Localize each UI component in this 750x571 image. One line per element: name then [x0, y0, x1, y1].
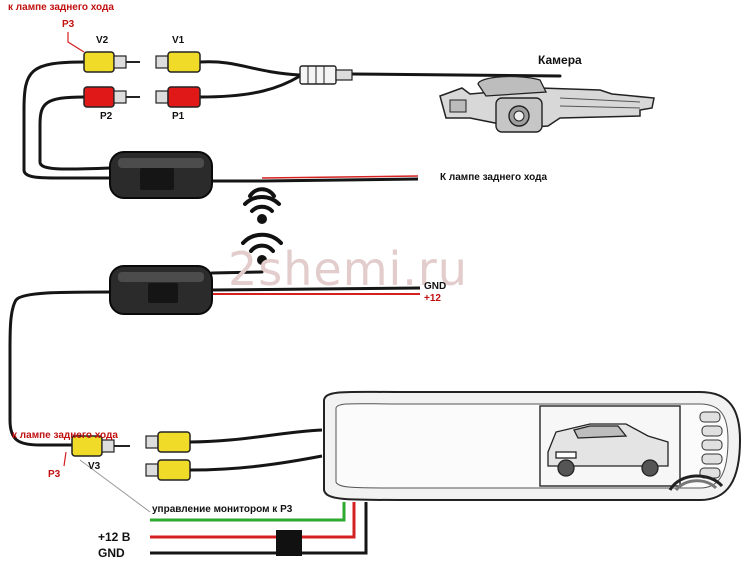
p2-cable	[38, 95, 112, 171]
mirror-mount	[668, 474, 724, 491]
camera-plug	[299, 65, 353, 85]
label-gnd-bottom: GND	[98, 546, 125, 560]
label-gnd-mid: GND	[424, 281, 447, 292]
label-lamp-right: К лампе заднего хода	[440, 172, 548, 183]
rca-connector-v1	[155, 51, 201, 73]
wireless-signal-icon	[241, 187, 283, 265]
rca-connector-p1	[155, 86, 201, 108]
rca-connector-p2	[83, 86, 140, 108]
wireless-receiver	[109, 265, 213, 315]
v1-to-junction-cable	[198, 60, 302, 77]
car-image	[547, 423, 669, 477]
lamp-wire-black	[261, 177, 419, 183]
monitor-video-cable-2	[189, 454, 323, 472]
rca-connector-v3	[71, 435, 130, 457]
p1-to-junction-cable	[198, 74, 302, 99]
v2-cable	[22, 60, 112, 180]
label-top-lamp: к лампе заднего хода	[8, 2, 114, 13]
p3-top-wire	[67, 32, 85, 53]
receiver-cables	[8, 270, 264, 447]
monitor-buttons	[699, 411, 723, 479]
control-wire-green	[150, 502, 346, 522]
label-p3-top: P3	[62, 19, 75, 30]
lamp-wire-red	[261, 175, 419, 179]
camera-bracket	[439, 75, 655, 133]
label-monitor-control: управление монитором к Р3	[152, 504, 293, 515]
fuse-block	[276, 530, 302, 556]
label-v1: V1	[172, 35, 185, 46]
rca-connector-v2	[83, 51, 140, 73]
top-cables	[22, 60, 562, 183]
p3-bottom-wire	[63, 451, 67, 467]
label-p1: P1	[172, 111, 185, 122]
label-camera: Камера	[538, 53, 582, 67]
junction-to-camera-cable	[350, 72, 562, 78]
rca-connector-monitor-yellow-2	[145, 459, 191, 481]
label-plus12-bottom: +12 В	[98, 530, 131, 544]
gnd-wire	[211, 286, 421, 292]
receiver-rear-cable	[210, 270, 264, 275]
label-p2: P2	[100, 111, 113, 122]
wireless-transmitter	[109, 151, 213, 199]
label-p3-bottom: P3	[48, 469, 61, 480]
ground-wire-black	[150, 502, 368, 555]
monitor-video-cable	[189, 428, 323, 444]
label-v2: V2	[96, 35, 109, 46]
label-plus12-mid: +12	[424, 293, 441, 304]
receiver-to-v3-cable	[8, 290, 114, 447]
label-v3: V3	[88, 461, 101, 472]
rca-connector-monitor-yellow	[145, 431, 191, 453]
mirror-monitor	[323, 390, 742, 501]
label-lamp-left: к лампе заднего хода	[12, 430, 118, 441]
p3-pointer-line	[79, 459, 151, 513]
